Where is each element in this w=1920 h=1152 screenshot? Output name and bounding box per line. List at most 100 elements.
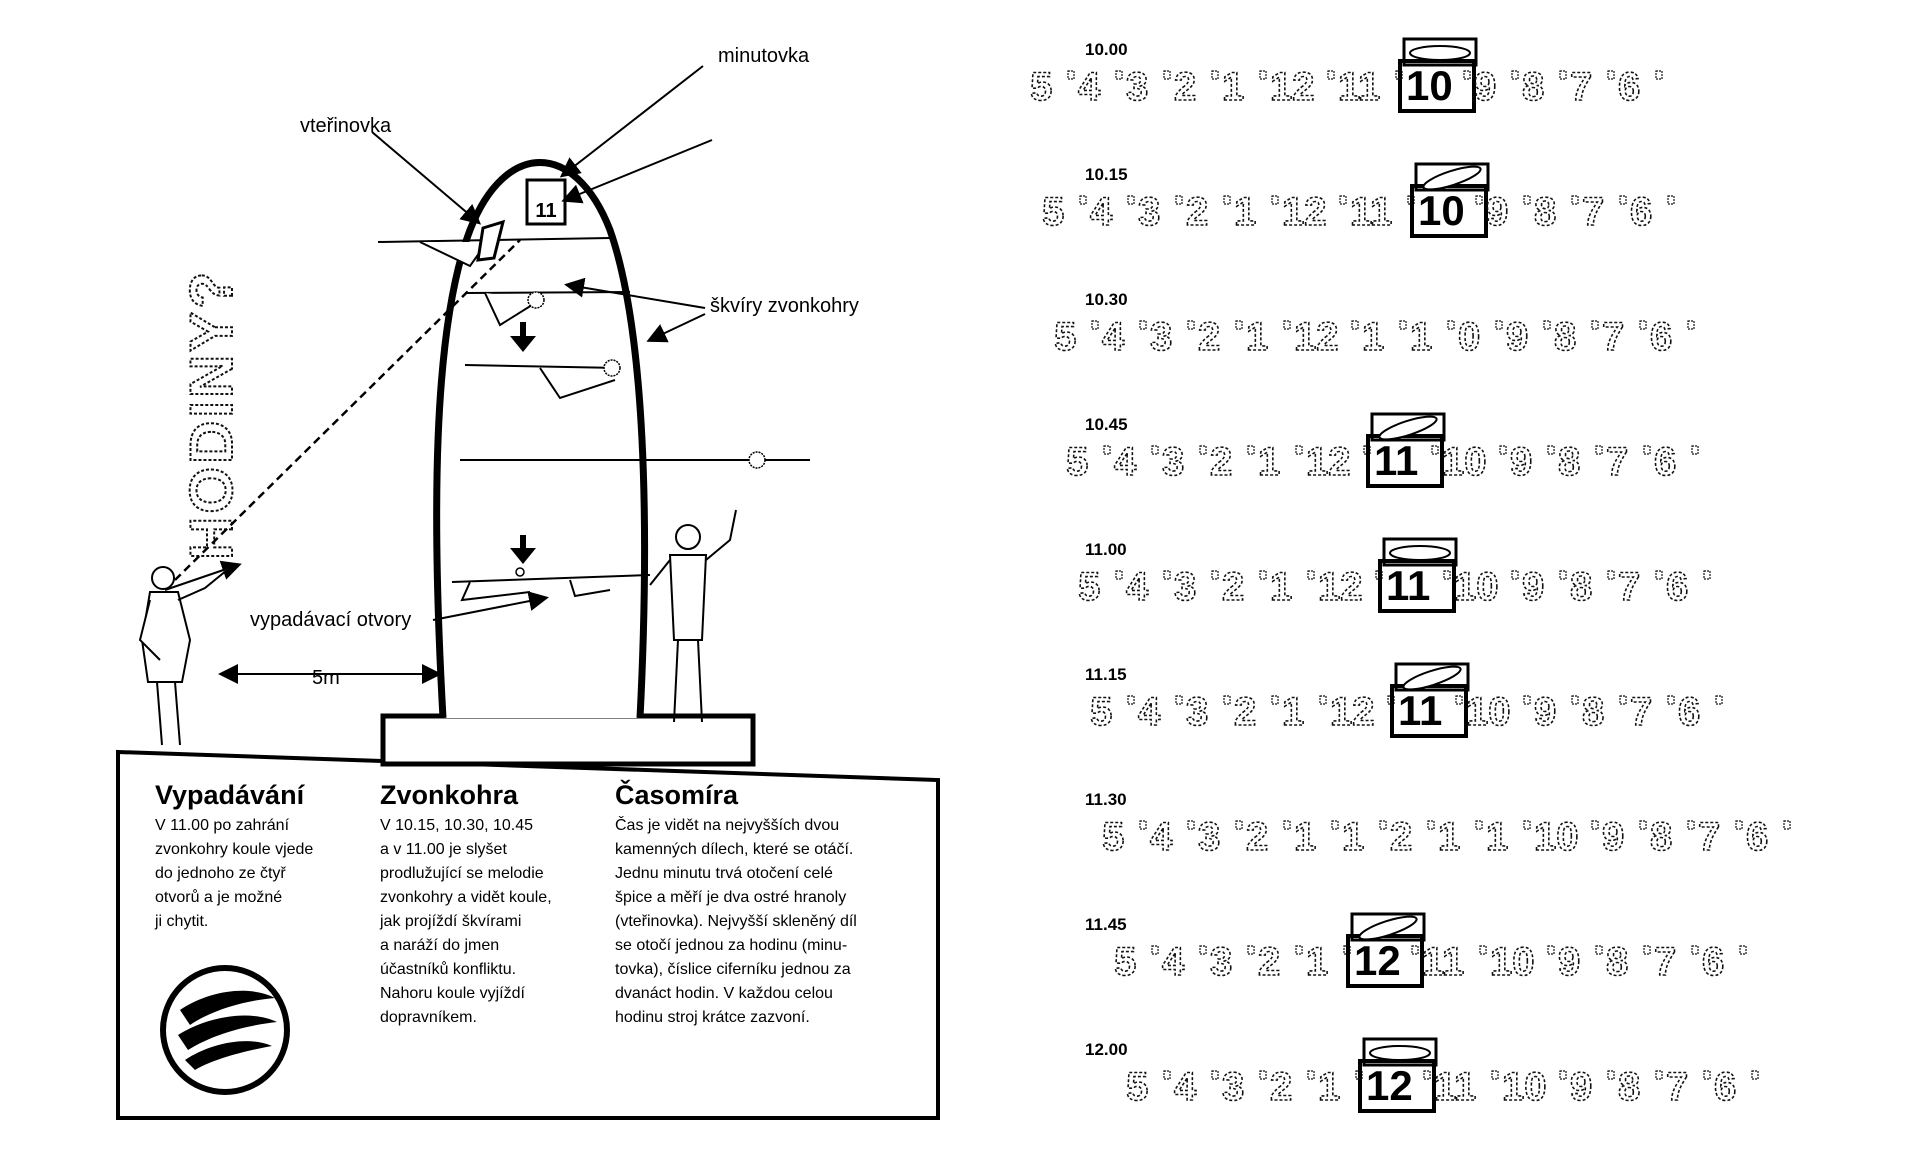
hour-digit: 1 bbox=[1342, 815, 1364, 859]
tick-separator bbox=[1091, 320, 1099, 330]
woman-figure bbox=[138, 565, 233, 746]
tick-separator bbox=[1479, 945, 1487, 955]
hour-digit: 2 bbox=[1246, 815, 1268, 859]
tick-separator bbox=[1307, 570, 1315, 580]
second-hand-prism bbox=[476, 219, 506, 262]
hour-digit: 1 bbox=[1222, 65, 1244, 109]
tick-separator bbox=[1595, 445, 1603, 455]
minute-hand-frame bbox=[1394, 662, 1470, 692]
tick-separator bbox=[1655, 1070, 1663, 1080]
tick-separator bbox=[1495, 320, 1503, 330]
hour-digit: 1 bbox=[1294, 815, 1316, 859]
chime-balls bbox=[527, 291, 766, 469]
tick-separator bbox=[1687, 320, 1695, 330]
minute-hand-frame bbox=[1382, 537, 1458, 567]
tick-separator bbox=[1511, 570, 1519, 580]
hour-digit: 9 bbox=[1570, 1065, 1592, 1109]
column-line: kamenných dílech, které se otáčí. bbox=[615, 841, 854, 858]
hour-digit: 1 bbox=[1410, 315, 1432, 359]
highlighted-hour-digit: 11 bbox=[1374, 437, 1418, 484]
column-line: se otočí jednou za hodinu (minu- bbox=[615, 937, 848, 954]
hour-digit: 11 bbox=[1422, 940, 1464, 984]
tick-separator bbox=[1523, 195, 1531, 205]
tick-separator bbox=[1175, 195, 1183, 205]
hour-digit: 12 bbox=[1318, 565, 1363, 609]
hour-digit: 6 bbox=[1702, 940, 1724, 984]
hour-digit: 10 bbox=[1490, 940, 1535, 984]
hour-digit: 4 bbox=[1138, 690, 1161, 734]
spiral-logo bbox=[160, 965, 290, 1095]
minute-hand bbox=[1422, 165, 1482, 191]
hour-digit: 5 bbox=[1030, 65, 1052, 109]
column-line: a naráží do jmen bbox=[380, 937, 500, 954]
tick-separator bbox=[1235, 320, 1243, 330]
tick-separator bbox=[1327, 70, 1335, 80]
hour-digit: 8 bbox=[1582, 690, 1604, 734]
hour-digit: 3 bbox=[1174, 565, 1196, 609]
hour-digit: 6 bbox=[1618, 65, 1640, 109]
time-label: 10.45 bbox=[1085, 415, 1128, 434]
column-title: Zvonkohra bbox=[380, 780, 519, 810]
hour-digit: 6 bbox=[1630, 190, 1652, 234]
label-vypadavaci-otvory: vypadávací otvory bbox=[250, 609, 411, 631]
hour-digit: 3 bbox=[1162, 440, 1184, 484]
column-title: Vypadávání bbox=[155, 780, 305, 810]
tick-separator bbox=[1223, 695, 1231, 705]
tick-separator bbox=[1411, 945, 1419, 955]
hour-digit: 2 bbox=[1258, 940, 1280, 984]
hour-digit: 1 bbox=[1438, 815, 1460, 859]
hour-digit: 3 bbox=[1210, 940, 1232, 984]
tick-separator bbox=[1271, 195, 1279, 205]
hour-digit: 8 bbox=[1650, 815, 1672, 859]
hour-digit: 5 bbox=[1066, 440, 1088, 484]
tick-separator bbox=[1283, 320, 1291, 330]
hour-digit: 1 bbox=[1282, 690, 1304, 734]
tick-separator bbox=[1463, 70, 1471, 80]
tick-separator bbox=[1523, 695, 1531, 705]
column-line: ji chytit. bbox=[155, 913, 209, 930]
hour-digit: 8 bbox=[1534, 190, 1556, 234]
tick-separator bbox=[1127, 195, 1135, 205]
funnels bbox=[419, 241, 616, 602]
hour-digit: 2 bbox=[1198, 315, 1220, 359]
minute-hand bbox=[1358, 915, 1418, 941]
hour-digit: 1 bbox=[1306, 940, 1328, 984]
highlighted-hour-digit: 11 bbox=[1386, 562, 1430, 609]
hour-digit: 1 bbox=[1258, 440, 1280, 484]
hour-digit: 4 bbox=[1150, 815, 1173, 859]
hour-digit: 12 bbox=[1270, 65, 1315, 109]
hour-digit: 7 bbox=[1654, 940, 1676, 984]
tick-separator bbox=[1067, 70, 1075, 80]
tick-separator bbox=[1715, 695, 1723, 705]
hour-digit: 2 bbox=[1210, 440, 1232, 484]
hour-digit: 2 bbox=[1234, 690, 1256, 734]
hour-digit: 6 bbox=[1714, 1065, 1736, 1109]
tick-separator bbox=[1295, 445, 1303, 455]
hour-digit: 1 bbox=[1362, 315, 1384, 359]
highlighted-hour-digit: 10 bbox=[1406, 62, 1453, 109]
tick-separator bbox=[1199, 945, 1207, 955]
hour-digit: 5 bbox=[1090, 690, 1112, 734]
minute-hand-frame bbox=[1362, 1037, 1438, 1067]
hour-digit: 7 bbox=[1666, 1065, 1688, 1109]
tick-separator bbox=[1455, 695, 1463, 705]
hour-digit: 11 bbox=[1338, 65, 1380, 109]
minute-hand-frame bbox=[1402, 37, 1478, 67]
tick-separator bbox=[1423, 1070, 1431, 1080]
highlighted-hour-digit: 12 bbox=[1366, 1062, 1413, 1109]
tick-separator bbox=[1491, 1070, 1499, 1080]
hour-digit: 8 bbox=[1570, 565, 1592, 609]
tick-separator bbox=[1247, 945, 1255, 955]
hour-digit: 8 bbox=[1554, 315, 1576, 359]
hour-digit: 1 bbox=[1486, 815, 1508, 859]
tick-separator bbox=[1151, 445, 1159, 455]
tick-separator bbox=[1591, 820, 1599, 830]
tick-separator bbox=[1571, 695, 1579, 705]
tick-separator bbox=[1547, 945, 1555, 955]
tick-separator bbox=[1667, 195, 1675, 205]
tick-separator bbox=[1591, 320, 1599, 330]
